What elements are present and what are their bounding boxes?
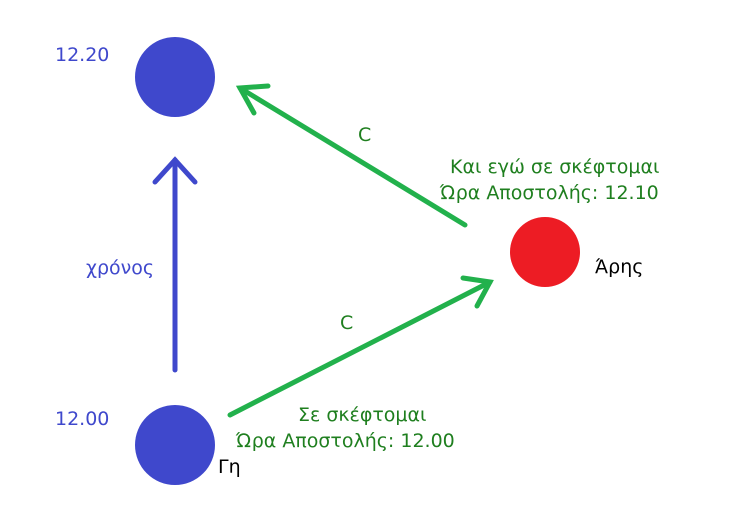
speed-of-light-label-upper: C xyxy=(358,124,372,146)
sent-message-line2: Ώρα Αποστολής: 12.00 xyxy=(236,430,455,452)
signal-arrow-mars-to-earth xyxy=(235,83,468,228)
earth-label: Γη xyxy=(218,456,241,478)
mars-circle xyxy=(510,217,580,287)
reply-message-line2: Ώρα Αποστολής: 12.10 xyxy=(440,182,659,204)
sent-message-line1: Σε σκέφτομαι xyxy=(298,404,427,426)
reply-message-line1: Και εγώ σε σκέφτομαι xyxy=(450,156,660,178)
time-label-bottom: 12.00 xyxy=(55,408,110,430)
earth-future-circle xyxy=(135,37,215,117)
time-axis-label: χρόνος xyxy=(86,257,155,279)
time-label-top: 12.20 xyxy=(55,44,110,66)
signal-arrow-earth-to-mars xyxy=(227,275,494,418)
earth-now-circle xyxy=(135,405,215,485)
time-arrow xyxy=(152,156,198,373)
mars-label: Άρης xyxy=(595,256,644,278)
speed-of-light-label-lower: C xyxy=(340,312,354,334)
